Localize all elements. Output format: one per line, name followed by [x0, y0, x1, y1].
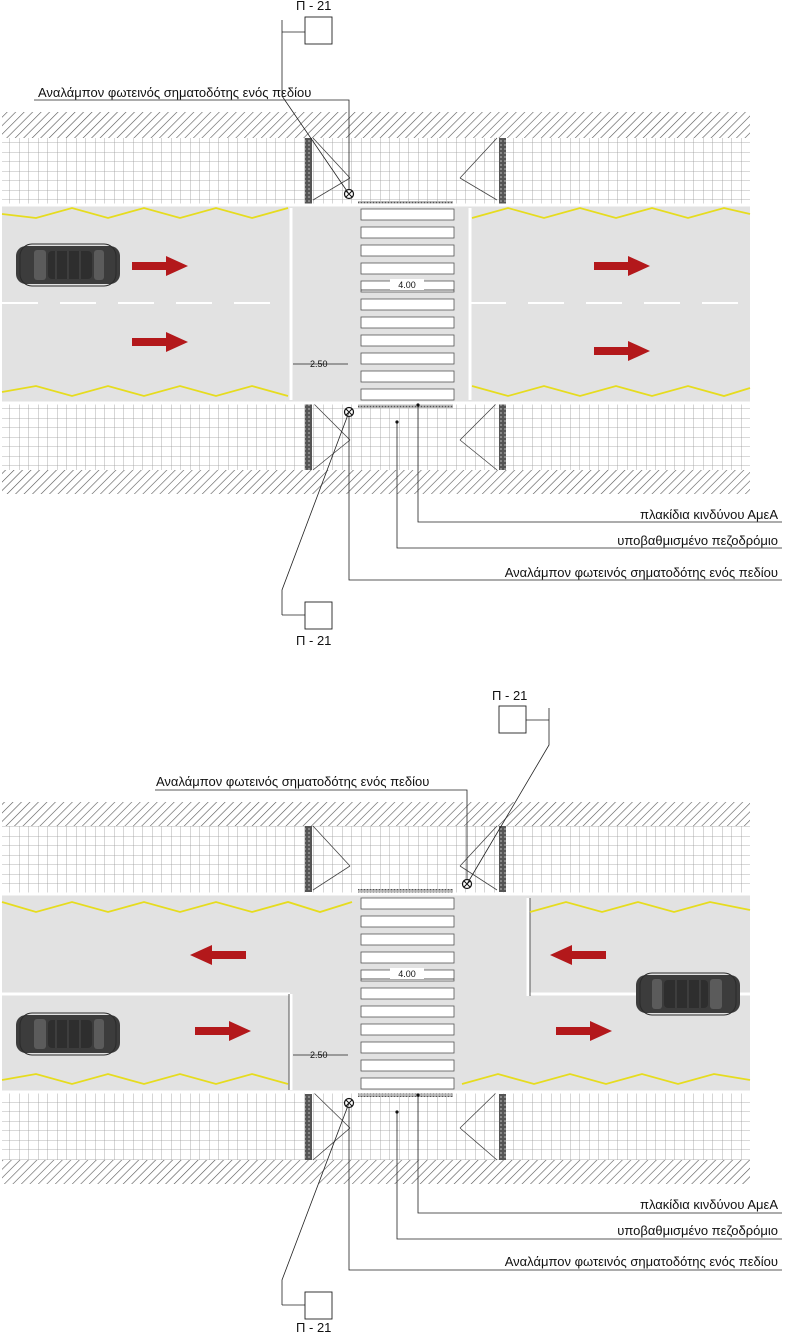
- sign-label-top: Π - 21: [492, 688, 527, 703]
- dimension-crossing-width: 4.00: [398, 280, 416, 290]
- sign-label-bottom: Π - 21: [296, 633, 331, 648]
- car-icon: [15, 1012, 121, 1056]
- property-line-top: [2, 112, 750, 138]
- ramp-label: υποβαθμισμένο πεζοδρόμιο: [617, 533, 778, 548]
- property-line-top: [2, 802, 750, 826]
- road-sign-icon: [304, 601, 333, 630]
- signal-label-top: Αναλάμπον φωτεινός σηματοδότης ενός πεδί…: [38, 85, 311, 100]
- sign-label-bottom: Π - 21: [296, 1320, 331, 1335]
- zebra-crossing: [360, 208, 455, 401]
- road-sign-icon: [304, 16, 333, 45]
- ramp-label: υποβαθμισμένο πεζοδρόμιο: [617, 1223, 778, 1238]
- signal-label-bottom: Αναλάμπον φωτεινός σηματοδότης ενός πεδί…: [505, 565, 778, 580]
- tactile-label: πλακίδια κινδύνου ΑμεΑ: [640, 1197, 778, 1212]
- sidewalk-bottom: [2, 1092, 750, 1160]
- property-line-bottom: [2, 470, 750, 494]
- tactile-paving-top: [358, 889, 453, 894]
- signal-label-bottom: Αναλάμπον φωτεινός σηματοδότης ενός πεδί…: [505, 1254, 778, 1269]
- sidewalk-top: [2, 826, 750, 894]
- sign-label-top: Π - 21: [296, 0, 331, 13]
- plan-two-way: 4.00 2.50 Π - 21 Αναλάμπον φωτεινός σημα…: [1, 688, 782, 1335]
- road-sign-icon: [304, 1291, 333, 1320]
- car-icon: [635, 972, 741, 1016]
- zebra-crossing: [360, 897, 455, 1090]
- car-icon: [15, 243, 121, 287]
- signal-label-top: Αναλάμπον φωτεινός σηματοδότης ενός πεδί…: [156, 774, 429, 789]
- road-sign-icon: [498, 705, 527, 734]
- sidewalk-top: [2, 138, 750, 205]
- dimension-crossing-width: 4.00: [398, 969, 416, 979]
- tactile-label: πλακίδια κινδύνου ΑμεΑ: [640, 507, 778, 522]
- sidewalk-bottom: [2, 403, 750, 470]
- dimension-offset: 2.50: [310, 359, 328, 369]
- tactile-paving-bottom: [358, 403, 453, 408]
- tactile-paving-bottom: [358, 1092, 453, 1097]
- property-line-bottom: [2, 1160, 750, 1184]
- dimension-offset: 2.50: [310, 1050, 328, 1060]
- plan-one-way: 4.00 2.50 Π - 21 Αναλάμπον φωτεινός σημα…: [1, 0, 782, 648]
